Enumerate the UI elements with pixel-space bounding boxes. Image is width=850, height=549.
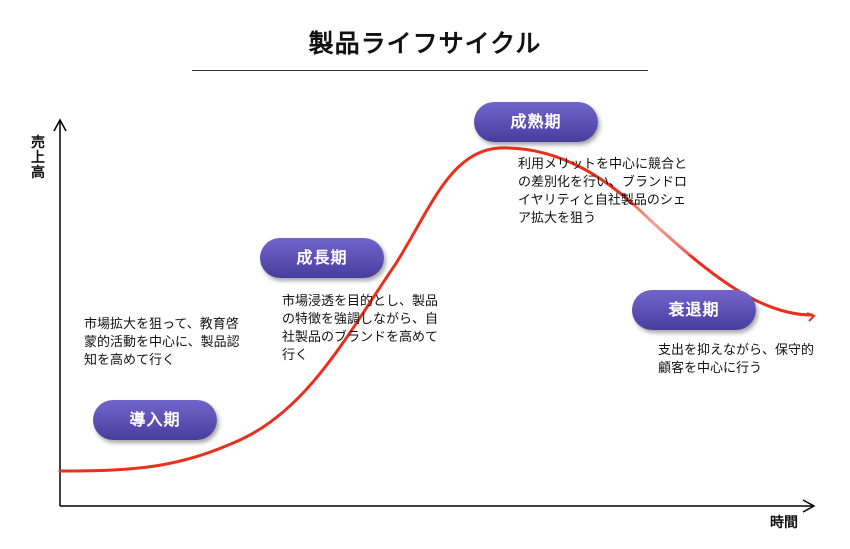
page-title: 製品ライフサイクル [308, 29, 542, 58]
stage-growth-description: 市場浸透を目的とし、製品の特徴を強調しながら、自社製品のブランドを高めて行く [282, 294, 439, 363]
stage-growth: 成長期 [260, 238, 384, 278]
x-axis-label: 時間 [770, 515, 798, 531]
curve-end-tick [806, 312, 816, 322]
stage-introduction-description: 市場拡大を狙って、教育啓蒙的活動を中心に、製品認知を高めて行く [84, 317, 240, 368]
stage-introduction: 導入期 [93, 400, 217, 440]
y-axis-label: 売上高 [31, 135, 45, 181]
y-axis-arrowhead [53, 118, 67, 132]
x-axis-arrowhead [802, 499, 816, 513]
title-divider [192, 70, 648, 71]
curve-highlight [600, 205, 710, 255]
stage-decline: 衰退期 [632, 290, 756, 330]
stage-maturity: 成熟期 [474, 102, 598, 142]
stage-maturity-description: 利用メリットを中心に競合との差別化を行い、ブランドロイヤリティと自社製品のシェア… [518, 157, 688, 226]
stage-decline-description: 支出を抑えながら、保守的顧客を中心に行う [658, 343, 815, 376]
